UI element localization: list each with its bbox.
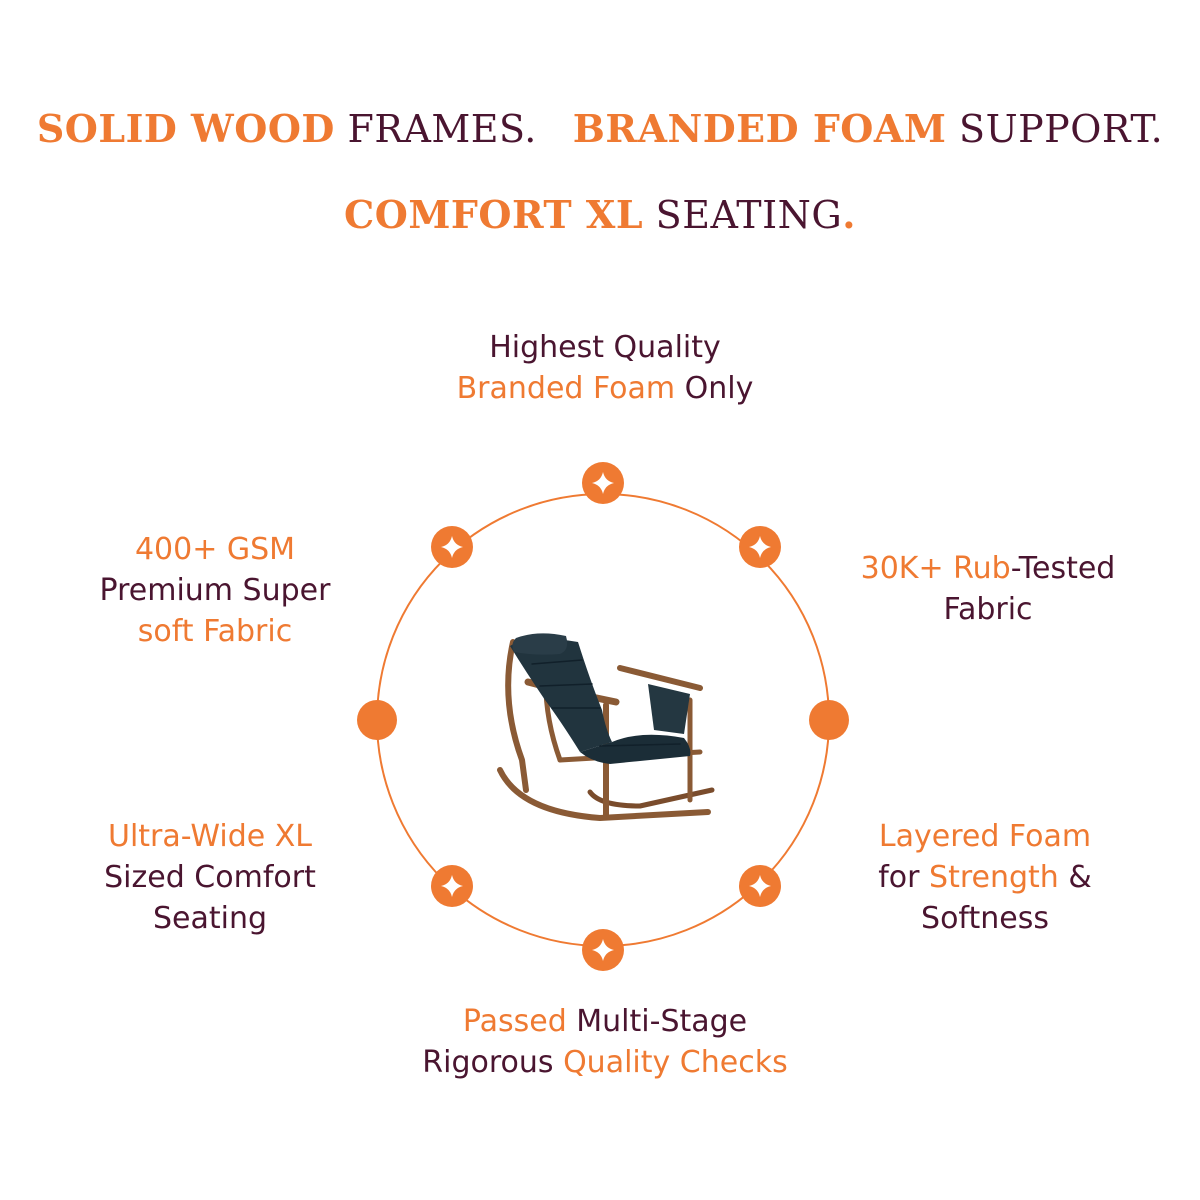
feature-rub-tested: 30K+ Rub-Tested Fabric xyxy=(818,548,1158,630)
feature-text: Only xyxy=(675,371,754,406)
feature-text: -Tested xyxy=(1010,551,1116,586)
feature-text: & xyxy=(1058,860,1092,895)
sparkle-icon xyxy=(749,875,771,897)
sparkle-icon xyxy=(441,536,463,558)
feature-text: Sized Comfort xyxy=(104,860,316,895)
feature-highlight: Passed xyxy=(462,1004,567,1039)
headline-solid-wood: SOLID WOOD xyxy=(36,106,335,151)
feature-text: for xyxy=(878,860,930,895)
feature-highlight: Branded Foam xyxy=(456,371,676,406)
rocking-chair-image xyxy=(497,633,715,821)
headline-line-2: COMFORT XL SEATING. xyxy=(0,192,1200,237)
feature-highlight: soft Fabric xyxy=(137,614,293,649)
headline-seating: SEATING xyxy=(643,193,843,237)
feature-highlight: 30K+ Rub xyxy=(860,551,1011,586)
headline-branded-foam: BRANDED FOAM xyxy=(572,106,947,151)
feature-text: Softness xyxy=(921,901,1049,936)
feature-text: Multi-Stage xyxy=(566,1004,748,1039)
headline-line-1: SOLID WOOD FRAMES. BRANDED FOAM SUPPORT. xyxy=(0,106,1200,151)
feature-ultra-wide: Ultra-Wide XL Sized Comfort Seating xyxy=(55,816,365,939)
sparkle-node-top-left xyxy=(431,526,473,568)
dot-left xyxy=(357,700,397,740)
feature-text: Premium Super xyxy=(99,573,331,608)
feature-quality-checks: Passed Multi-Stage Rigorous Quality Chec… xyxy=(345,1001,865,1083)
feature-text: Fabric xyxy=(943,592,1033,627)
feature-branded-foam: Highest Quality Branded Foam Only xyxy=(405,327,805,409)
feature-highlight: Strength xyxy=(929,860,1059,895)
feature-text: Highest Quality xyxy=(489,330,721,365)
sparkle-node-top-right xyxy=(739,526,781,568)
feature-highlight: Ultra-Wide XL xyxy=(107,819,313,854)
sparkle-icon xyxy=(441,875,463,897)
sparkle-node-bottom-right xyxy=(739,865,781,907)
feature-highlight: 400+ GSM xyxy=(134,532,296,567)
headline-period: . xyxy=(842,192,857,237)
sparkle-icon xyxy=(592,939,614,961)
feature-text: Rigorous xyxy=(422,1045,564,1080)
feature-highlight: Layered Foam xyxy=(878,819,1092,854)
sparkle-icon xyxy=(749,536,771,558)
feature-gsm-fabric: 400+ GSM Premium Super soft Fabric xyxy=(55,529,375,652)
headline-support: SUPPORT. xyxy=(946,107,1164,151)
sparkle-icon xyxy=(592,472,614,494)
sparkle-node-top xyxy=(582,462,624,504)
dot-right xyxy=(809,700,849,740)
headline-frames: FRAMES. xyxy=(334,107,537,151)
feature-layered-foam: Layered Foam for Strength & Softness xyxy=(830,816,1140,939)
feature-text: Seating xyxy=(152,901,268,936)
sparkle-node-bottom-left xyxy=(431,865,473,907)
sparkle-node-bottom xyxy=(582,929,624,971)
feature-highlight: Quality Checks xyxy=(563,1045,788,1080)
headline-comfort-xl: COMFORT XL xyxy=(343,192,644,237)
